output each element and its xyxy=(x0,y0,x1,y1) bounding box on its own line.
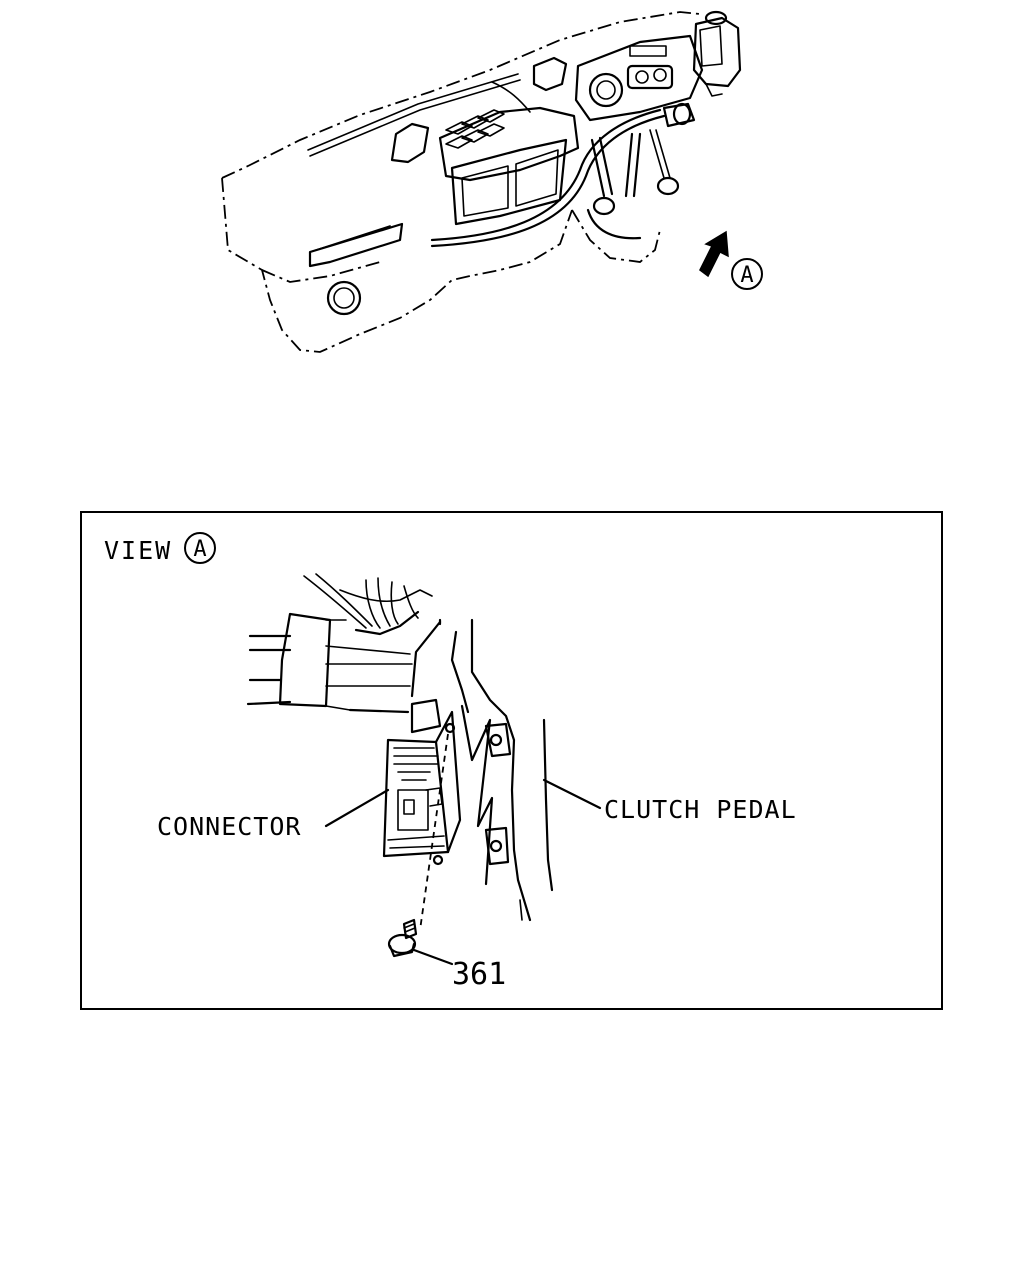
clutch-pedal-label: CLUTCH PEDAL xyxy=(604,795,797,824)
view-direction-arrow xyxy=(699,230,729,278)
detail-view-title: VIEW A xyxy=(104,532,216,565)
view-marker-circle xyxy=(731,258,763,290)
detail-view-frame xyxy=(80,511,943,1010)
view-title-marker-circle xyxy=(184,532,216,564)
screw-361 xyxy=(387,918,418,958)
connector-label: CONNECTOR xyxy=(157,812,301,841)
connector-mount-drawing xyxy=(246,573,602,966)
view-title-text: VIEW xyxy=(104,536,172,565)
view-marker-label: A xyxy=(740,263,753,288)
instrument-panel-overview: A xyxy=(221,10,763,353)
view-title-marker: A xyxy=(193,537,206,562)
part-number-label: 361 xyxy=(452,957,506,992)
